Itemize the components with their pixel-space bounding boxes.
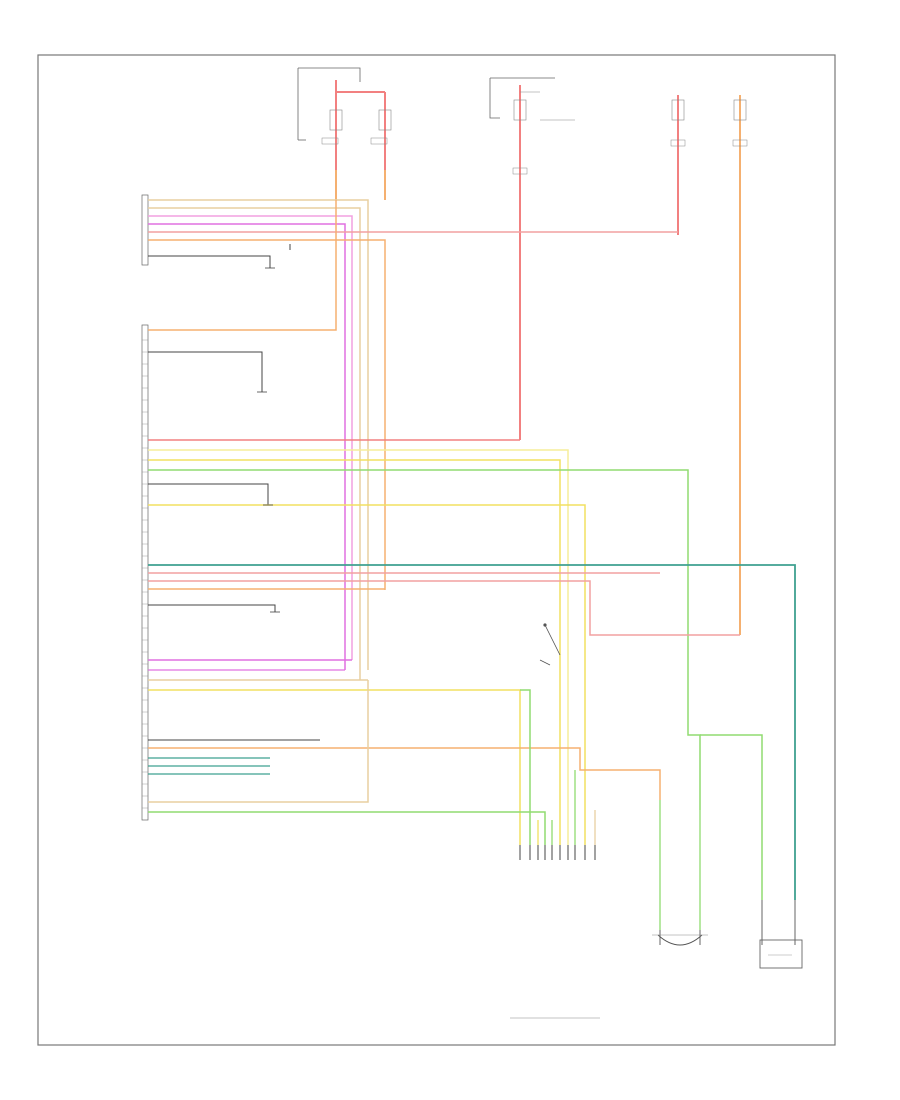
right-wire-runs: [537, 700, 763, 930]
module-connector-lower: [141, 324, 149, 821]
top-fuse-block-2: [489, 77, 575, 440]
top-fuse-block-3: [670, 95, 686, 235]
lower-wire-bundle: [148, 200, 796, 900]
upper-wire-bundle: [148, 199, 678, 680]
module-connector-upper: [141, 194, 149, 266]
ground-symbol: [257, 267, 280, 613]
diagram-border: [37, 54, 836, 1046]
top-fuse-block-4: [732, 95, 748, 635]
switch-symbol: [539, 623, 561, 666]
bottom-connector: [510, 845, 600, 1019]
connector-pin-ticks: [142, 339, 148, 809]
top-fuse-block: [297, 67, 392, 200]
sensor-right: [759, 900, 803, 969]
sensor-left: [652, 930, 708, 946]
